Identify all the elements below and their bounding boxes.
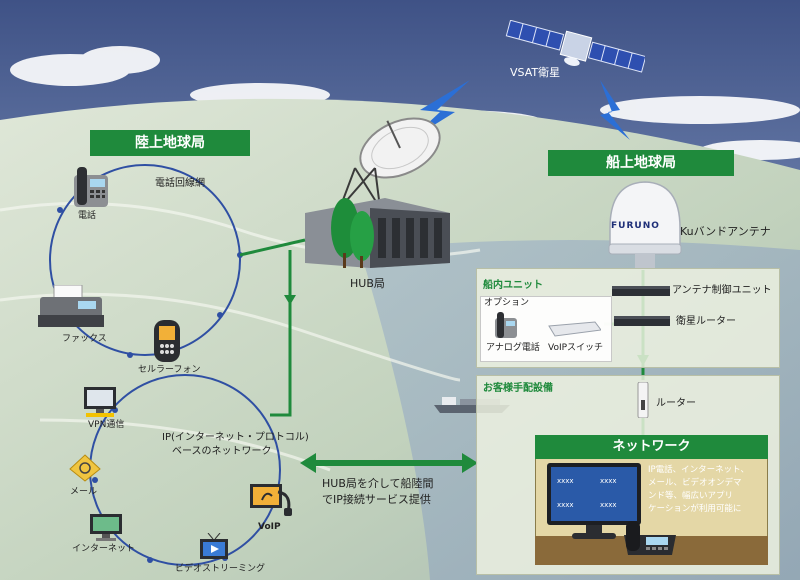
router-label: ルーター (656, 398, 696, 409)
voip-headset-icon (250, 484, 292, 516)
mail-icon (69, 454, 101, 482)
voip-label: VoIP (258, 522, 281, 532)
vpn-label: VPN通信 (88, 420, 125, 430)
satellite-router-icon (614, 316, 670, 326)
screen-item-4: xxxx (600, 501, 617, 509)
antenna-control-unit-icon (612, 286, 670, 296)
customer-equipment-title: お客様手配設備 (483, 383, 553, 394)
voip-switch-label: VoIPスイッチ (548, 343, 604, 353)
link-caption-2: でIP接続サービス提供 (322, 493, 431, 506)
network-desc-2: メール、ビデオオンデマ (648, 478, 742, 488)
monitor-screen (551, 467, 637, 521)
monitor-stand (586, 525, 602, 533)
option-label: オプション (484, 298, 530, 308)
cell-phone-icon (154, 320, 180, 362)
land-station-title: 陸上地球局 (90, 130, 250, 156)
fax-icon (38, 285, 104, 327)
network-desc-4: ケーションが利用可能に (648, 504, 742, 514)
internet-pc-icon (90, 514, 122, 541)
fax-label: ファックス (62, 334, 107, 344)
ip-network-label-2: ベースのネットワーク (172, 446, 272, 457)
network-title: ネットワーク (535, 435, 768, 459)
antenna-control-label: アンテナ制御ユニット (672, 285, 772, 296)
hub-station-icon (305, 117, 450, 268)
voip-switch-icon (548, 321, 601, 337)
monitor-base (572, 533, 616, 539)
antenna-brand: FURUNO (611, 221, 660, 231)
ip-phone-icon (624, 521, 676, 555)
phone-network-label: 電話回線網 (155, 178, 205, 189)
satellite-label: VSAT衛星 (510, 66, 561, 79)
mail-label: メール (70, 487, 98, 497)
analog-phone-label: アナログ電話 (486, 343, 540, 353)
desk-phone-icon (74, 167, 108, 207)
ship-station-title: 船上地球局 (548, 150, 734, 176)
video-streaming-icon (200, 533, 228, 559)
analog-phone-icon (495, 312, 517, 338)
link-caption-1: HUB局を介して船陸間 (322, 477, 434, 490)
screen-item-3: xxxx (557, 501, 574, 509)
screen-item-2: xxxx (600, 477, 617, 485)
router-icon (637, 382, 649, 418)
internet-label: インターネット (72, 544, 136, 554)
video-label: ビデオストリーミング (175, 564, 266, 574)
vpn-monitor-icon (84, 387, 116, 417)
network-desc-1: IP電話、インターネット、 (648, 465, 749, 475)
cell-phone-label: セルラーフォン (138, 365, 201, 375)
screen-item-1: xxxx (557, 477, 574, 485)
hub-label: HUB局 (350, 277, 385, 290)
network-desc-3: ンド等、幅広いアプリ (648, 491, 734, 501)
ip-network-label-1: IP(インターネット・プロトコル) (162, 432, 309, 443)
satellite-icon (505, 20, 645, 73)
antenna-label: Kuバンドアンテナ (680, 225, 771, 238)
ship-unit-title: 船内ユニット (483, 280, 543, 291)
radome-antenna-icon (608, 181, 682, 268)
phone-label: 電話 (78, 211, 97, 221)
satellite-router-label: 衛星ルーター (676, 316, 736, 327)
phone-network-ring (49, 164, 243, 358)
